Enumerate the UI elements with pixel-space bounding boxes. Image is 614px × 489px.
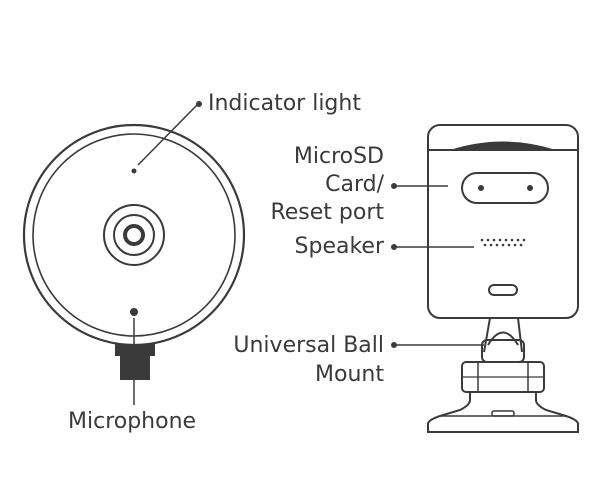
label-indicator-light: Indicator light bbox=[208, 91, 361, 116]
indicator-leader-line bbox=[137, 103, 199, 166]
microphone-dot bbox=[130, 308, 138, 316]
mount-ball bbox=[487, 331, 519, 346]
mount-neck bbox=[483, 317, 523, 353]
indicator-leader-dot bbox=[196, 101, 202, 107]
microsd-dot-right bbox=[527, 185, 533, 191]
speaker-grille bbox=[480, 238, 526, 247]
lens-middle bbox=[113, 214, 155, 256]
label-microsd-line3: Reset port bbox=[270, 200, 384, 225]
usb-port bbox=[488, 284, 518, 296]
lens-outer bbox=[103, 204, 165, 266]
speaker-leader-dot bbox=[391, 244, 397, 250]
front-view-camera bbox=[22, 101, 246, 405]
connector-plug bbox=[120, 356, 150, 380]
mount-base-slot bbox=[491, 410, 515, 417]
label-ball-mount-line2: Mount bbox=[315, 362, 384, 387]
label-speaker: Speaker bbox=[294, 234, 384, 259]
side-view-camera bbox=[391, 124, 579, 433]
indicator-light-dot bbox=[131, 168, 137, 174]
mount-leader-dot bbox=[391, 342, 397, 348]
label-microsd-line2: Card/ bbox=[325, 172, 384, 197]
microsd-leader-dot bbox=[391, 183, 397, 189]
camera-body bbox=[427, 124, 579, 319]
label-microsd-line1: MicroSD bbox=[293, 144, 384, 169]
microsd-slot bbox=[461, 172, 549, 204]
microsd-dot-left bbox=[478, 185, 484, 191]
connector-base bbox=[115, 344, 155, 356]
mount-base-top bbox=[427, 392, 579, 433]
label-microphone: Microphone bbox=[68, 409, 197, 434]
camera-inner-ring bbox=[32, 133, 236, 337]
lens-inner bbox=[123, 224, 145, 246]
label-ball-mount-line1: Universal Ball bbox=[233, 333, 384, 358]
hood-shade bbox=[450, 141, 556, 150]
